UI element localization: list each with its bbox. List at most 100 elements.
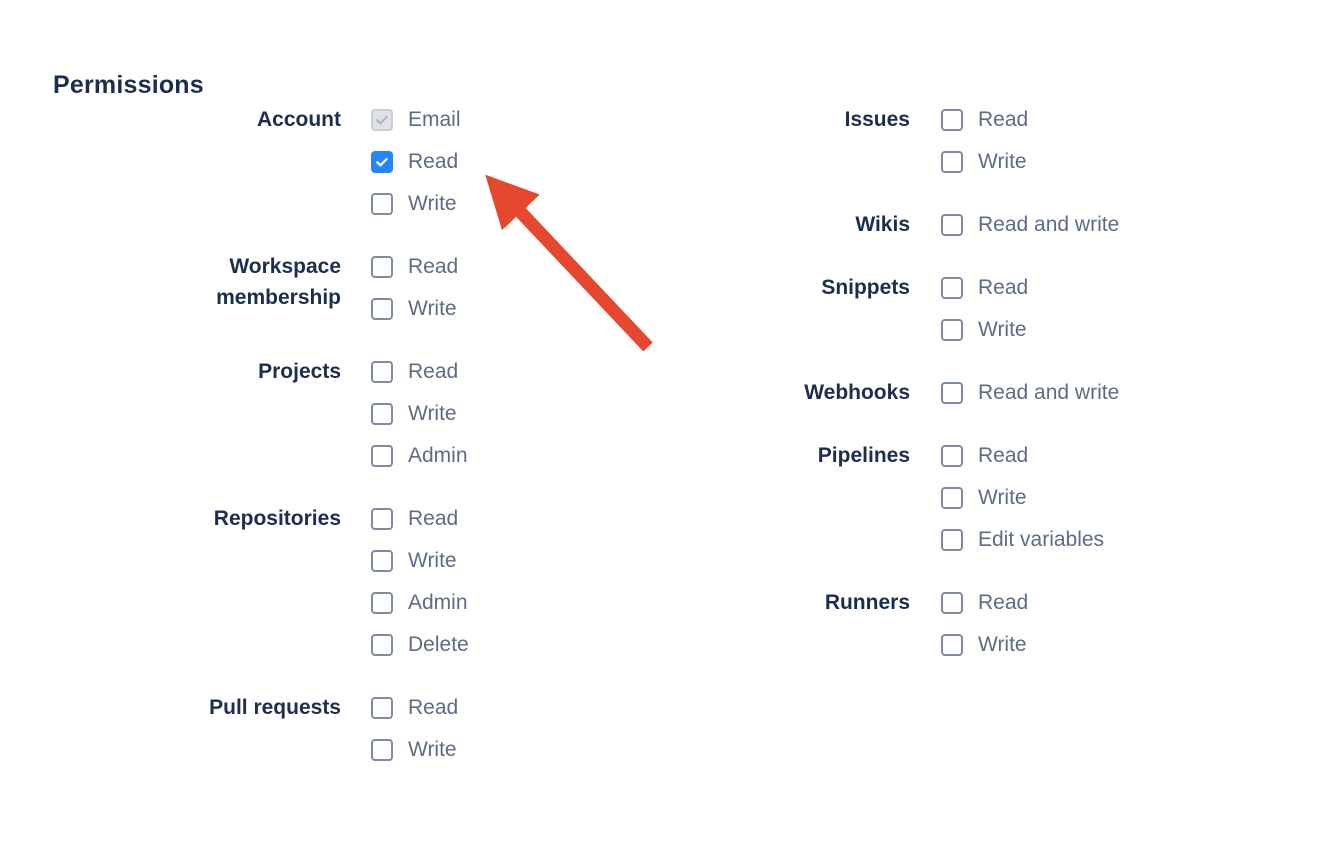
option-label-snippets-read[interactable]: Read [978, 276, 1029, 299]
option-pull-requests-read: Read [371, 692, 458, 723]
checkbox-issues-read[interactable] [941, 108, 963, 131]
checkbox-account-write[interactable] [371, 192, 393, 215]
checkbox-repositories-write[interactable] [371, 549, 393, 572]
option-label-issues-read[interactable]: Read [978, 108, 1029, 131]
checkbox-workspace-membership-write[interactable] [371, 297, 393, 320]
checkbox-account-email [371, 108, 393, 131]
option-workspace-membership-write: Write [371, 293, 458, 324]
option-label-pipelines-write[interactable]: Write [978, 486, 1027, 509]
checkbox-pull-requests-write[interactable] [371, 738, 393, 761]
option-label-projects-read[interactable]: Read [408, 360, 459, 383]
option-label-pipelines-read[interactable]: Read [978, 444, 1029, 467]
option-repositories-admin: Admin [371, 587, 469, 618]
option-repositories-delete: Delete [371, 629, 469, 660]
group-label-snippets: Snippets [821, 276, 910, 299]
group-label-repositories: Repositories [213, 507, 341, 530]
option-account-email: Email [371, 104, 461, 135]
checkbox-pull-requests-read[interactable] [371, 696, 393, 719]
checkbox-projects-admin[interactable] [371, 444, 393, 467]
option-label-projects-admin[interactable]: Admin [408, 444, 468, 467]
checkbox-snippets-write[interactable] [941, 318, 963, 341]
option-wikis-read-and-write: Read and write [941, 209, 1119, 240]
option-label-pipelines-edit-variables[interactable]: Edit variables [978, 528, 1105, 551]
option-label-account-email[interactable]: Email [408, 108, 461, 131]
checkbox-repositories-read[interactable] [371, 507, 393, 530]
option-label-workspace-membership-read[interactable]: Read [408, 255, 459, 278]
checkbox-pipelines-read[interactable] [941, 444, 963, 467]
group-label-webhooks: Webhooks [804, 381, 910, 404]
option-label-webhooks-read-and-write[interactable]: Read and write [978, 381, 1120, 404]
option-label-projects-write[interactable]: Write [408, 402, 457, 425]
option-repositories-read: Read [371, 503, 469, 534]
option-snippets-read: Read [941, 272, 1028, 303]
permission-group-webhooks: Webhooks Read and write [660, 377, 1119, 408]
checkbox-issues-write[interactable] [941, 150, 963, 173]
checkbox-pipelines-edit-variables[interactable] [941, 528, 963, 551]
checkbox-repositories-delete[interactable] [371, 633, 393, 656]
group-label-workspace-membership: Workspace membership [216, 255, 341, 309]
group-label-issues: Issues [844, 108, 910, 131]
checkbox-pipelines-write[interactable] [941, 486, 963, 509]
option-pipelines-read: Read [941, 440, 1104, 471]
checkbox-runners-write[interactable] [941, 633, 963, 656]
option-label-workspace-membership-write[interactable]: Write [408, 297, 457, 320]
group-label-pull-requests: Pull requests [209, 696, 341, 719]
option-label-pull-requests-write[interactable]: Write [408, 738, 457, 761]
option-webhooks-read-and-write: Read and write [941, 377, 1119, 408]
checkbox-snippets-read[interactable] [941, 276, 963, 299]
option-issues-read: Read [941, 104, 1028, 135]
option-projects-write: Write [371, 398, 468, 429]
check-icon [376, 157, 388, 166]
group-label-pipelines: Pipelines [817, 444, 910, 467]
checkbox-workspace-membership-read[interactable] [371, 255, 393, 278]
option-label-repositories-write[interactable]: Write [408, 549, 457, 572]
option-runners-write: Write [941, 629, 1028, 660]
option-account-read: Read [371, 146, 461, 177]
checkbox-webhooks-read-and-write[interactable] [941, 381, 963, 404]
group-label-projects: Projects [258, 360, 341, 383]
option-account-write: Write [371, 188, 461, 219]
checkbox-wikis-read-and-write[interactable] [941, 213, 963, 236]
checkbox-projects-write[interactable] [371, 402, 393, 425]
checkbox-repositories-admin[interactable] [371, 591, 393, 614]
checkbox-projects-read[interactable] [371, 360, 393, 383]
option-label-runners-read[interactable]: Read [978, 591, 1029, 614]
option-label-wikis-read-and-write[interactable]: Read and write [978, 213, 1120, 236]
option-label-repositories-delete[interactable]: Delete [408, 633, 469, 656]
option-label-account-write[interactable]: Write [408, 192, 457, 215]
option-label-repositories-read[interactable]: Read [408, 507, 459, 530]
checkbox-account-read[interactable] [371, 150, 393, 173]
option-label-repositories-admin[interactable]: Admin [408, 591, 468, 614]
group-label-account: Account [257, 108, 341, 131]
option-pipelines-write: Write [941, 482, 1104, 513]
option-label-account-read[interactable]: Read [408, 150, 459, 173]
option-pipelines-edit-variables: Edit variables [941, 524, 1104, 555]
option-label-snippets-write[interactable]: Write [978, 318, 1027, 341]
group-label-runners: Runners [824, 591, 910, 614]
option-label-pull-requests-read[interactable]: Read [408, 696, 459, 719]
option-label-issues-write[interactable]: Write [978, 150, 1027, 173]
option-projects-read: Read [371, 356, 468, 387]
option-label-runners-write[interactable]: Write [978, 633, 1027, 656]
options-webhooks: Read and write [941, 377, 1119, 408]
option-runners-read: Read [941, 587, 1028, 618]
checkbox-runners-read[interactable] [941, 591, 963, 614]
